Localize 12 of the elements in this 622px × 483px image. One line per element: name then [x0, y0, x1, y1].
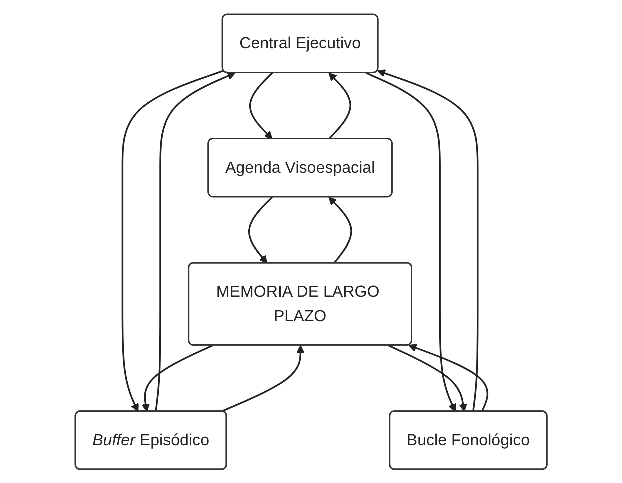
- arrow: [220, 344, 304, 412]
- arrow: [154, 72, 236, 412]
- arrow: [366, 72, 456, 412]
- arrow: [388, 344, 468, 412]
- arrow: [328, 72, 352, 140]
- arrow: [377, 69, 478, 412]
- arrow: [408, 344, 488, 412]
- arrow: [248, 196, 273, 264]
- arrow: [328, 196, 352, 264]
- arrow: [141, 344, 213, 412]
- arrow: [122, 70, 224, 412]
- arrow: [249, 72, 273, 140]
